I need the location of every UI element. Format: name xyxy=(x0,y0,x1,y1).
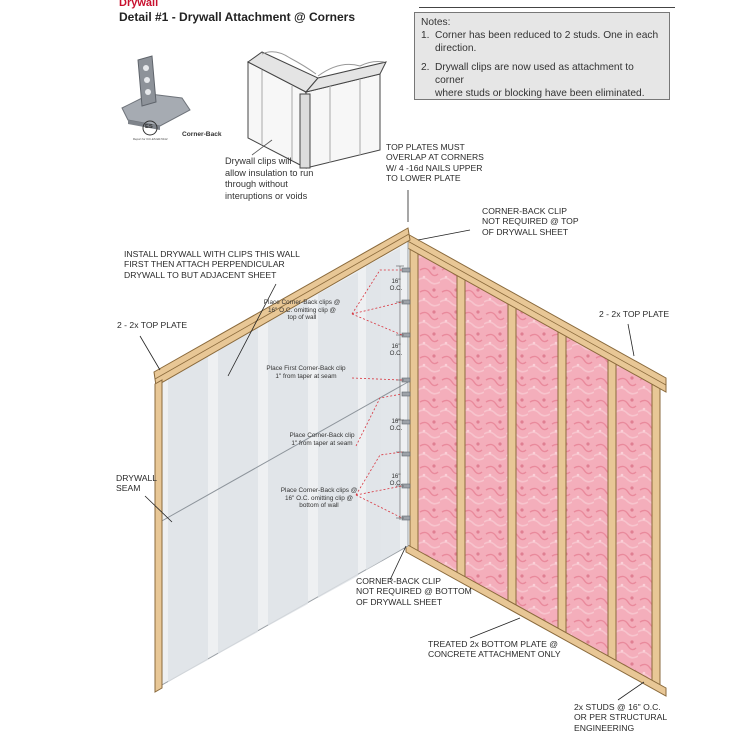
callout-line: NOT REQUIRED @ TOP xyxy=(482,216,579,227)
caption-line: Drywall clips will xyxy=(225,156,292,166)
spacing-value: 16" xyxy=(391,278,401,285)
callout-line: DRYWALL xyxy=(116,473,158,483)
callout-line: SEAM xyxy=(116,483,141,494)
spacing-unit: O.C. xyxy=(389,285,403,292)
callout-leaders xyxy=(139,190,645,701)
spacing-label: 16" O.C. xyxy=(388,278,404,292)
callout-line: TOP PLATES MUST xyxy=(386,142,465,152)
wall-note-1: Place Corner-Back clips @ 16" O.C. omitt… xyxy=(250,299,354,322)
note-item: 1. Corner has been reduced to 2 studs. O… xyxy=(421,29,663,55)
install-callout: INSTALL DRYWALL WITH CLIPS THIS WALL FIR… xyxy=(124,249,300,280)
callout-line: INSTALL DRYWALL WITH CLIPS THIS WALL xyxy=(124,249,300,259)
note-number: 1. xyxy=(421,30,430,41)
corner-clips xyxy=(401,267,411,521)
spacing-value: 16" xyxy=(391,343,401,350)
bottom-plate-callout: TREATED 2x BOTTOM PLATE @ CONCRETE ATTAC… xyxy=(428,639,561,660)
callout-line: OF DRYWALL SHEET xyxy=(482,226,569,237)
callout-line: DRYWALL TO BUT ADJACENT SHEET xyxy=(124,269,277,280)
note-line: Drywall clips are now used as attachment… xyxy=(435,62,634,86)
wall-note-line: 1" from taper at seam xyxy=(275,372,337,380)
notes-box: Notes: 1. Corner has been reduced to 2 s… xyxy=(414,12,670,100)
top-plates-callout: TOP PLATES MUST OVERLAP AT CORNERS W/ 4 … xyxy=(386,142,484,184)
callout-line: NOT REQUIRED @ BOTTOM xyxy=(356,586,472,597)
wall-note-line: Place Corner-Back clip xyxy=(289,432,355,439)
wall-note-line: top of wall xyxy=(287,314,317,322)
wall-note-line: 16" O.C. omitting clip @ xyxy=(267,306,337,314)
spacing-unit: O.C. xyxy=(389,425,403,432)
wall-note-2: Place First Corner-Back clip 1" from tap… xyxy=(254,365,358,380)
corner-back-clip-photo xyxy=(121,55,191,130)
callout-line: ENGINEERING xyxy=(574,722,635,733)
section-title: Drywall xyxy=(119,0,159,9)
callout-line: CORNER-BACK CLIP xyxy=(356,576,441,586)
sketch-leader xyxy=(251,139,273,156)
note-line: where studs or blocking have been elimin… xyxy=(435,88,645,99)
seam-callout: DRYWALL SEAM xyxy=(116,473,157,494)
callout-line: CONCRETE ATTACHMENT ONLY xyxy=(428,649,561,660)
wall-note-line: 16" O.C. omitting clip @ xyxy=(284,494,354,502)
wall-note-line: Place First Corner-Back clip xyxy=(266,365,346,372)
wall-note-3: Place Corner-Back clip 1" from taper at … xyxy=(272,432,372,447)
note-line: Corner has been reduced to 2 studs. One … xyxy=(435,30,659,41)
callout-line: OR PER STRUCTURAL xyxy=(574,712,668,723)
right-wall xyxy=(403,231,667,697)
callout-line: W/ 4 -16d NAILS UPPER xyxy=(386,162,483,173)
header-rule xyxy=(419,7,675,8)
wall-note-line: bottom of wall xyxy=(299,502,339,510)
note-number: 2. xyxy=(421,62,430,73)
caption-line: allow insulation to run xyxy=(225,167,314,178)
spacing-dimension-lines xyxy=(396,265,404,520)
callout-line: TO LOWER PLATE xyxy=(386,173,461,184)
studs-callout: 2x STUDS @ 16" O.C. OR PER STRUCTURAL EN… xyxy=(574,702,667,733)
callout-line: OVERLAP AT CORNERS xyxy=(386,152,484,163)
left-wall xyxy=(153,227,411,693)
wall-note-leaders xyxy=(351,269,403,519)
spacing-value: 16" xyxy=(391,473,401,480)
spacing-label: 16" O.C. xyxy=(388,418,404,432)
note-item: 2. Drywall clips are now used as attachm… xyxy=(421,61,663,100)
wall-note-line: Place Corner-Back clips @ xyxy=(280,487,358,494)
callout-line: 2x STUDS @ 16" O.C. xyxy=(574,702,661,712)
wall-note-line: 1" from taper at seam xyxy=(291,439,353,447)
es-badge-text: ES xyxy=(145,124,153,130)
clip-bottom-callout: CORNER-BACK CLIP NOT REQUIRED @ BOTTOM O… xyxy=(356,576,472,607)
es-badge-logo xyxy=(142,120,158,136)
product-caption: Drywall clips will allow insulation to r… xyxy=(225,156,313,202)
callout-line: CORNER-BACK CLIP xyxy=(482,206,567,216)
note-line: direction. xyxy=(435,43,477,54)
callout-line: OF DRYWALL SHEET xyxy=(356,596,443,607)
product-name: Corner-Back xyxy=(182,131,222,138)
es-badge-sub: Report for ICC-ES ER-5412 xyxy=(133,137,168,141)
caption-line: interuptions or voids xyxy=(225,190,308,201)
callout-line: TREATED 2x BOTTOM PLATE @ xyxy=(428,639,559,649)
spacing-label: 16" O.C. xyxy=(388,473,404,487)
spacing-unit: O.C. xyxy=(389,480,403,487)
clip-top-callout: CORNER-BACK CLIP NOT REQUIRED @ TOP OF D… xyxy=(482,206,579,237)
corner-sketch xyxy=(247,51,387,169)
wall-note-line: Place Corner-Back clips @ xyxy=(263,299,341,306)
callout-line: FIRST THEN ATTACH PERPENDICULAR xyxy=(124,259,285,270)
spacing-unit: O.C. xyxy=(389,350,403,357)
right-top-plate-callout: 2 - 2x TOP PLATE xyxy=(599,309,670,319)
caption-line: through without xyxy=(225,179,288,190)
wall-note-4: Place Corner-Back clips @ 16" O.C. omitt… xyxy=(268,487,370,510)
spacing-label: 16" O.C. xyxy=(388,343,404,357)
left-top-plate-callout: 2 - 2x TOP PLATE xyxy=(117,320,188,330)
notes-heading: Notes: xyxy=(421,17,451,28)
detail-title: Detail #1 - Drywall Attachment @ Corners xyxy=(119,10,355,24)
spacing-value: 16" xyxy=(391,418,401,425)
